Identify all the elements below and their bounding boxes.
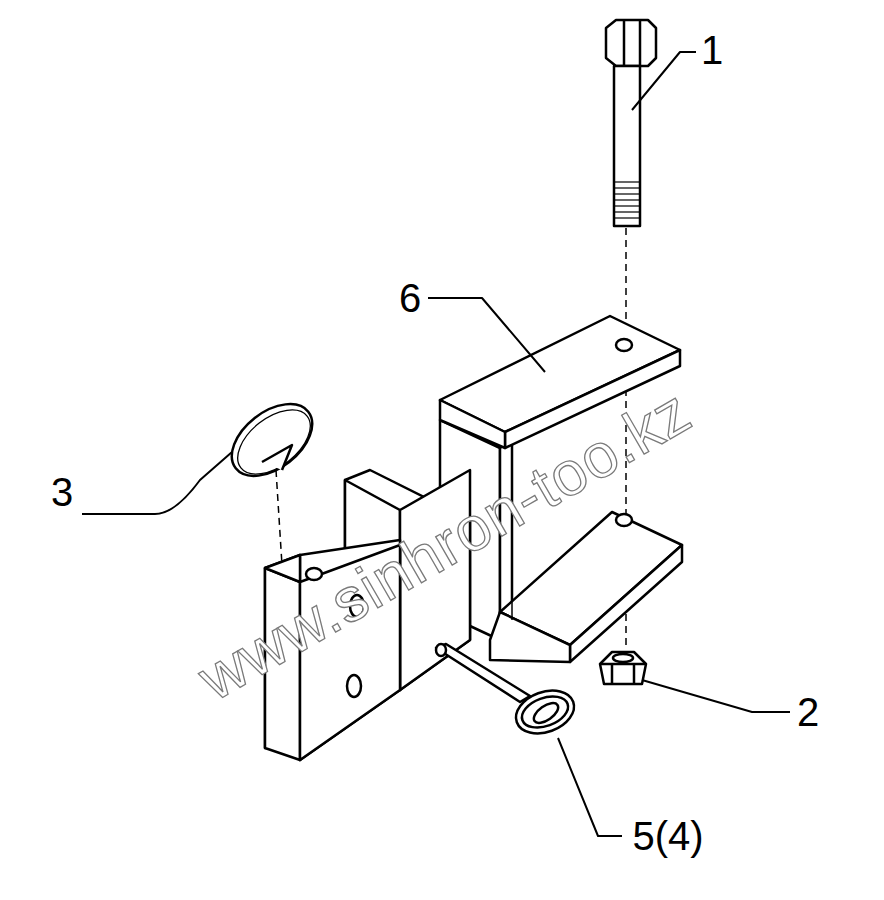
watermark: www.sinhron-too.kz xyxy=(189,379,701,710)
leader-line xyxy=(82,52,790,836)
spring-ring xyxy=(219,390,326,491)
callout-number: 2 xyxy=(795,691,821,733)
callout-number: 5(4) xyxy=(630,815,705,857)
bracket xyxy=(440,316,682,662)
nut xyxy=(600,652,646,684)
clevis-plate xyxy=(265,470,470,760)
callout-number: 1 xyxy=(699,29,725,71)
callout-number: 3 xyxy=(49,471,75,513)
lock-pin xyxy=(436,644,580,741)
bolt xyxy=(606,20,656,226)
callout-number: 6 xyxy=(397,277,423,319)
